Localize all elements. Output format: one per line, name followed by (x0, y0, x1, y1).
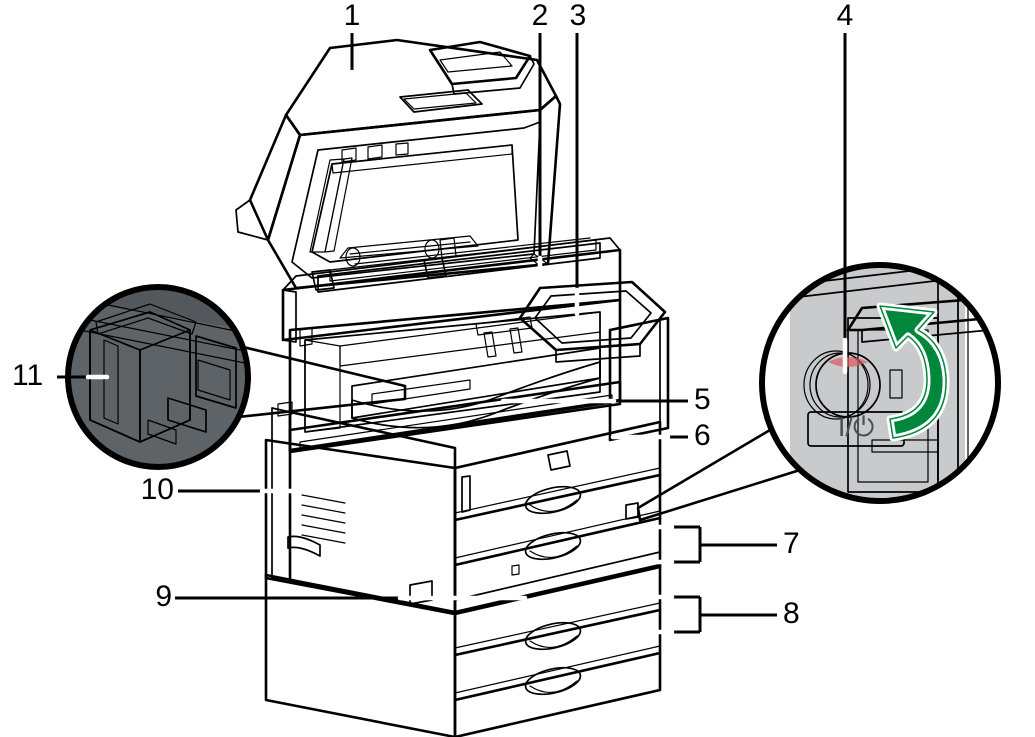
main-power-switch-detail-circle: I/⏻ (636, 262, 1001, 522)
callout-number-2: 2 (532, 0, 549, 32)
callout-number-9: 9 (155, 580, 172, 613)
callout-number-7: 7 (783, 527, 800, 560)
detail-circle-outline (759, 262, 1001, 504)
callout-number-11: 11 (12, 359, 43, 392)
side-cover-handle (287, 535, 321, 557)
tray-handle (524, 621, 582, 651)
control-panel-screen[interactable] (534, 290, 652, 344)
printer-machine (235, 38, 670, 737)
scanner-housing (281, 237, 622, 347)
callout-number-5: 5 (694, 383, 711, 416)
leader-8-bracket (637, 594, 777, 635)
tray-handle (524, 666, 582, 696)
power-symbol-label: I/⏻ (838, 412, 874, 442)
tray-handle (524, 485, 582, 515)
document-feeder-cover (235, 38, 562, 291)
tray-handle (524, 531, 582, 561)
front-cover-latch (547, 450, 571, 471)
power-button[interactable] (815, 352, 881, 418)
callout-number-6: 6 (694, 419, 711, 452)
control-panel (518, 280, 667, 363)
side-vents (301, 494, 346, 544)
callout-number-3: 3 (570, 0, 587, 32)
callout-number-4: 4 (837, 0, 854, 32)
power-switch-location (625, 502, 639, 520)
rotate-open-arrow-icon (876, 302, 950, 442)
callout-number-1: 1 (344, 0, 361, 32)
leader-7-bracket (637, 524, 777, 565)
callout-leader-lines (57, 33, 848, 635)
callout-number-8: 8 (783, 597, 800, 630)
feeder-rollers (339, 235, 479, 267)
callout-numbers: 1 2 3 4 5 6 7 8 9 10 11 (12, 0, 853, 630)
toner-cartridge-detail-circle (65, 284, 407, 470)
callout-number-10: 10 (141, 473, 174, 506)
